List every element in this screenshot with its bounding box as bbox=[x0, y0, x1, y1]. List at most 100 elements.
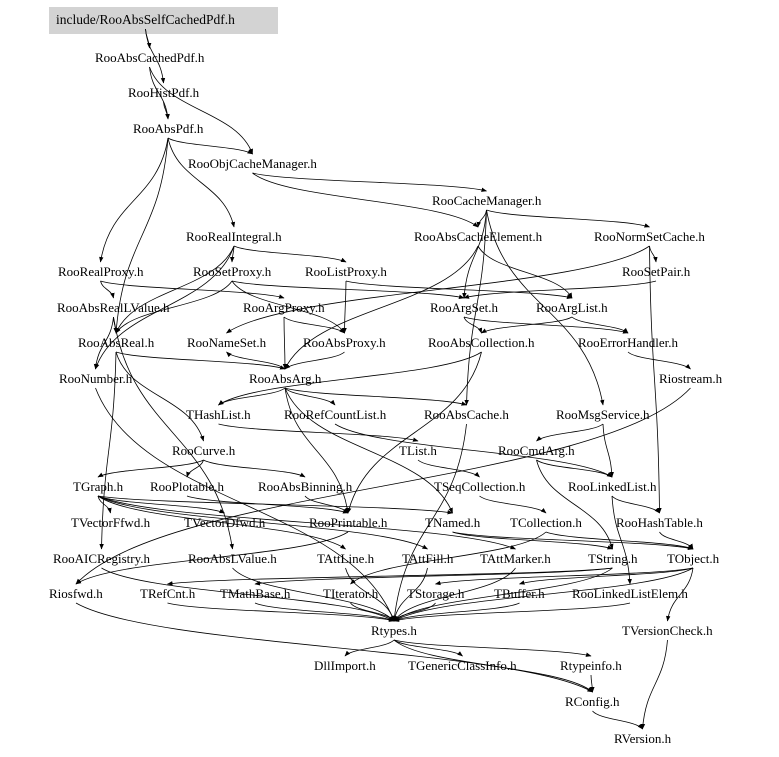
edge-tgraph-to-tattmarker bbox=[97, 495, 517, 550]
node-roocurve[interactable]: RooCurve.h bbox=[172, 443, 236, 458]
edge-rooplotable-to-rooprintable bbox=[186, 495, 349, 514]
node-roolinkedlist[interactable]: RooLinkedList.h bbox=[568, 479, 657, 494]
node-rooabsreallvalue[interactable]: RooAbsRealLValue.h bbox=[57, 300, 170, 315]
node-roocachemanager[interactable]: RooCacheManager.h bbox=[432, 193, 542, 208]
node-rooplotable[interactable]: RooPlotable.h bbox=[150, 479, 225, 494]
node-rooerrorhandler[interactable]: RooErrorHandler.h bbox=[578, 335, 679, 350]
edge-rooabslvalue-to-rtypes bbox=[232, 567, 395, 622]
node-tlist[interactable]: TList.h bbox=[399, 443, 437, 458]
node-thashlist[interactable]: THashList.h bbox=[186, 407, 251, 422]
node-roorealintegral[interactable]: RooRealIntegral.h bbox=[186, 229, 282, 244]
node-roonormsetcache[interactable]: RooNormSetCache.h bbox=[594, 229, 705, 244]
node-rooabsbinning[interactable]: RooAbsBinning.h bbox=[258, 479, 353, 494]
node-tmathbase[interactable]: TMathBase.h bbox=[220, 586, 291, 601]
edge-tnamed-to-tstring bbox=[452, 531, 614, 550]
node-tattline[interactable]: TAttLine.h bbox=[317, 551, 375, 566]
edge-tgraph-to-tvectordfwd bbox=[97, 495, 226, 514]
edge-rooabspdf-to-rooobjcachemanager bbox=[167, 137, 253, 155]
node-roosetproxy[interactable]: RooSetProxy.h bbox=[193, 264, 272, 279]
edge-rooabspdf-to-roorealintegral bbox=[167, 137, 236, 228]
edge-tgraph-to-tattfill bbox=[97, 495, 428, 550]
edge-titerator-to-rtypes bbox=[350, 602, 395, 622]
node-riosfwd[interactable]: Riosfwd.h bbox=[49, 586, 103, 601]
node-roolinkedlistelem[interactable]: RooLinkedListElem.h bbox=[572, 586, 688, 601]
node-tstring[interactable]: TString.h bbox=[588, 551, 638, 566]
edge-rooabscacheelement-to-rooarglist bbox=[477, 245, 573, 299]
node-tvectorffwd[interactable]: TVectorFfwd.h bbox=[71, 515, 151, 530]
edge-tseqcollection-to-tcollection bbox=[479, 495, 547, 514]
node-titerator[interactable]: TIterator.h bbox=[323, 586, 379, 601]
edge-rooabspdf-to-roorealproxy bbox=[99, 137, 169, 263]
edge-roosetproxy-to-rooargset bbox=[231, 280, 465, 299]
edge-tlist-to-tseqcollection bbox=[417, 459, 480, 478]
node-roonameset[interactable]: RooNameSet.h bbox=[187, 335, 267, 350]
node-tbuffer[interactable]: TBuffer.h bbox=[494, 586, 545, 601]
node-rooprintable[interactable]: RooPrintable.h bbox=[309, 515, 388, 530]
node-roohistpdf[interactable]: RooHistPdf.h bbox=[128, 85, 200, 100]
node-rooargset[interactable]: RooArgSet.h bbox=[430, 300, 499, 315]
edge-tcollection-to-tobject bbox=[545, 531, 694, 550]
node-rooabsreal[interactable]: RooAbsReal.h bbox=[78, 335, 155, 350]
node-dllimport[interactable]: DllImport.h bbox=[314, 658, 376, 673]
edge-roolinkedlistelem-to-rtypes bbox=[393, 602, 631, 622]
edge-roolinkedlist-to-roohashtable bbox=[611, 495, 660, 514]
node-rooabsarg[interactable]: RooAbsArg.h bbox=[249, 371, 322, 386]
edge-rooabsarg-to-tnamed bbox=[284, 387, 453, 514]
node-trefcnt[interactable]: TRefCnt.h bbox=[140, 586, 196, 601]
edge-rooobjcachemanager-to-rooabscacheelement bbox=[252, 172, 479, 228]
node-roolistproxy[interactable]: RooListProxy.h bbox=[305, 264, 387, 279]
node-rooarglist[interactable]: RooArgList.h bbox=[536, 300, 608, 315]
edge-roorealproxy-to-rooabsreallvalue bbox=[100, 280, 115, 299]
node-tvectordfwd[interactable]: TVectorDfwd.h bbox=[184, 515, 266, 530]
node-rooabscollection[interactable]: RooAbsCollection.h bbox=[428, 335, 535, 350]
node-rtypeinfo[interactable]: Rtypeinfo.h bbox=[560, 658, 622, 673]
node-riostream[interactable]: Riostream.h bbox=[659, 371, 723, 386]
node-tobject[interactable]: TObject.h bbox=[667, 551, 720, 566]
edge-tgraph-to-tnamed bbox=[97, 495, 454, 515]
node-root[interactable]: include/RooAbsSelfCachedPdf.h bbox=[56, 12, 235, 27]
node-tcollection[interactable]: TCollection.h bbox=[510, 515, 582, 530]
node-tgraph[interactable]: TGraph.h bbox=[73, 479, 124, 494]
node-rooobjcachemanager[interactable]: RooObjCacheManager.h bbox=[188, 156, 317, 171]
node-rconfig[interactable]: RConfig.h bbox=[565, 694, 620, 709]
node-roorealproxy[interactable]: RooRealProxy.h bbox=[58, 264, 144, 279]
node-tseqcollection[interactable]: TSeqCollection.h bbox=[434, 479, 526, 494]
edge-rooabspdf-to-rooabsreal bbox=[114, 137, 169, 334]
node-roomsgservice[interactable]: RooMsgService.h bbox=[556, 407, 650, 422]
node-rooabspdf[interactable]: RooAbsPdf.h bbox=[133, 121, 204, 136]
node-rtypes[interactable]: Rtypes.h bbox=[371, 623, 417, 638]
edge-root-to-roohistpdf bbox=[145, 28, 166, 84]
node-rversion[interactable]: RVersion.h bbox=[614, 731, 672, 746]
edge-roosetproxy-to-rooabsproxy bbox=[231, 280, 345, 334]
edge-roorefcountlist-to-roolinkedlist bbox=[334, 423, 613, 478]
node-tattmarker[interactable]: TAttMarker.h bbox=[480, 551, 551, 566]
node-rooaicregistry[interactable]: RooAICRegistry.h bbox=[53, 551, 151, 566]
node-tattfill[interactable]: TAttFill.h bbox=[402, 551, 454, 566]
node-rooabscacheelement[interactable]: RooAbsCacheElement.h bbox=[414, 229, 543, 244]
edge-rooabscollection-to-thashlist bbox=[218, 351, 482, 406]
edge-roonormsetcache-to-roonameset bbox=[226, 245, 650, 334]
node-rooabsproxy[interactable]: RooAbsProxy.h bbox=[303, 335, 386, 350]
node-rooabscachedpdf[interactable]: RooAbsCachedPdf.h bbox=[95, 50, 205, 65]
edge-thashlist-to-tlist bbox=[218, 423, 419, 442]
node-roonumber[interactable]: RooNumber.h bbox=[59, 371, 133, 386]
node-roohashtable[interactable]: RooHashTable.h bbox=[616, 515, 703, 530]
edge-tstring-to-trefcnt bbox=[166, 567, 613, 586]
edge-rtypes-to-rconfig bbox=[393, 639, 593, 693]
node-rooabslvalue[interactable]: RooAbsLValue.h bbox=[188, 551, 277, 566]
node-tnamed[interactable]: TNamed.h bbox=[425, 515, 481, 530]
node-roorefcountlist[interactable]: RooRefCountList.h bbox=[284, 407, 387, 422]
edge-trefcnt-to-rtypes bbox=[167, 602, 395, 622]
node-tversioncheck[interactable]: TVersionCheck.h bbox=[622, 623, 713, 638]
edge-roomsgservice-to-roocmdarg bbox=[536, 423, 604, 442]
node-tstorage[interactable]: TStorage.h bbox=[407, 586, 465, 601]
edge-rooobjcachemanager-to-roocachemanager bbox=[252, 172, 488, 192]
edge-roorealintegral-to-roonumber bbox=[94, 245, 235, 370]
node-roocmdarg[interactable]: RooCmdArg.h bbox=[498, 443, 575, 458]
node-rooargproxy[interactable]: RooArgProxy.h bbox=[243, 300, 325, 315]
node-roosetpair[interactable]: RooSetPair.h bbox=[622, 264, 691, 279]
node-rooabscache[interactable]: RooAbsCache.h bbox=[424, 407, 509, 422]
root-node-box[interactable] bbox=[49, 7, 278, 34]
edge-rooarglist-to-rooerrorhandler bbox=[571, 316, 629, 334]
node-tgenericclassinfo[interactable]: TGenericClassInfo.h bbox=[408, 658, 517, 673]
